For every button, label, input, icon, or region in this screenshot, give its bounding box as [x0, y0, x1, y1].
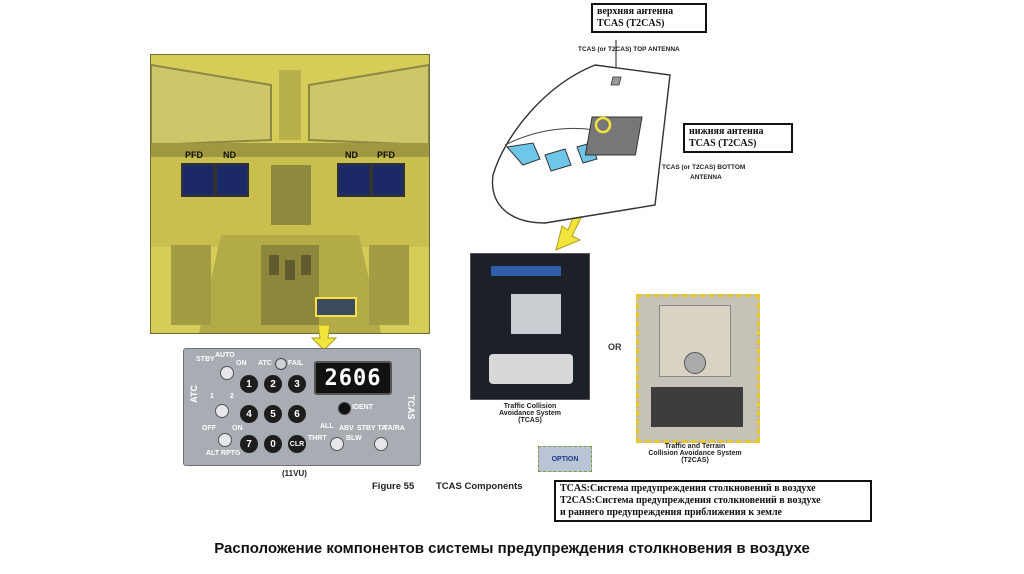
key-3[interactable]: 3 — [288, 375, 306, 393]
tcas-brand-strip — [491, 266, 561, 276]
stby-label: STBY — [196, 356, 215, 363]
tcas-caption: Traffic Collision Avoidance System (TCAS… — [490, 403, 570, 424]
nd-left-label: ND — [223, 150, 236, 160]
figure-title: TCAS Components — [436, 481, 523, 492]
thrt-label: THRT — [308, 435, 327, 442]
one-label: 1 — [210, 393, 214, 400]
on-label-1: ON — [236, 360, 247, 367]
pfd-right-label: PFD — [377, 150, 395, 160]
squawk-display: 2606 — [314, 361, 392, 395]
tcas-caption-line3: (TCAS) — [518, 417, 542, 424]
cockpit-photo: PFD ND ND PFD — [150, 54, 430, 334]
t2cas-caption-line1: Traffic and Terrain — [664, 443, 726, 450]
t2cas-caption: Traffic and Terrain Collision Avoidance … — [628, 443, 762, 464]
tcas-caption-line2: Avoidance System — [499, 410, 561, 417]
tcas-mode-knob[interactable] — [374, 437, 388, 451]
fail-label: FAIL — [288, 360, 304, 367]
atc-tcas-control-panel: STBY AUTO ON 1 2 OFF ON ALT RPTG ATC TCA… — [183, 348, 421, 466]
bottom-antenna-box: нижняя антенна TCAS (T2CAS) — [683, 123, 793, 153]
ident-button[interactable] — [338, 402, 351, 415]
pfd-right-screen — [371, 163, 405, 197]
tcas-panel-highlight — [315, 297, 357, 317]
fail-light — [275, 358, 287, 370]
on-label-2: ON — [232, 425, 243, 432]
t2cas-caption-line2: Collision Avoidance System — [648, 450, 742, 457]
stby-ta-label: STBY TA — [357, 425, 387, 432]
alt-rptg-switch[interactable] — [218, 433, 232, 447]
top-antenna-box: верхняя антенна TCAS (T2CAS) — [591, 3, 707, 33]
legend-line1: TCAS:Система предупреждения столкновений… — [560, 483, 816, 494]
all-label: ALL — [320, 423, 334, 430]
nd-left-screen — [215, 163, 249, 197]
tcas-connector — [489, 354, 573, 384]
ident-label: IDENT — [352, 404, 373, 411]
option-box: OPTION — [538, 446, 592, 472]
blw-label: BLW — [346, 435, 362, 442]
legend-line2: T2CAS:Система предупреждения столкновени… — [560, 495, 821, 506]
pfd-left-screen — [181, 163, 215, 197]
tcas-label-plate — [511, 294, 561, 334]
bottom-antenna-label-line1: TCAS (or T2CAS) BOTTOM — [662, 164, 746, 171]
t2cas-connector — [684, 352, 706, 374]
tcas-side-label: TCAS — [406, 395, 416, 420]
nd-right-label: ND — [345, 150, 358, 160]
key-0[interactable]: 0 — [264, 435, 282, 453]
top-antenna-box-line2: TCAS (T2CAS) — [597, 18, 665, 29]
key-1[interactable]: 1 — [240, 375, 258, 393]
bottom-antenna-box-line2: TCAS (T2CAS) — [689, 138, 757, 149]
key-clr[interactable]: CLR — [288, 435, 306, 453]
bottom-antenna-label-line2: ANTENNA — [690, 174, 722, 181]
key-7[interactable]: 7 — [240, 435, 258, 453]
t2cas-caption-line3: (T2CAS) — [681, 457, 709, 464]
mode-selector-knob[interactable] — [220, 366, 234, 380]
nd-right-screen — [337, 163, 371, 197]
legend-line3: и раннего предупреждения приближения к з… — [560, 507, 782, 518]
key-5[interactable]: 5 — [264, 405, 282, 423]
xpdr-selector-knob[interactable] — [215, 404, 229, 418]
legend-box: TCAS:Система предупреждения столкновений… — [554, 480, 872, 522]
t2cas-computer-photo — [636, 294, 760, 443]
atc-side-label: ATC — [189, 385, 199, 403]
key-2[interactable]: 2 — [264, 375, 282, 393]
top-antenna-label: TCAS (or T2CAS) TOP ANTENNA — [578, 46, 680, 53]
bottom-antenna-box-line1: нижняя антенна — [689, 126, 764, 137]
figure-number: Figure 55 — [372, 481, 415, 492]
alt-rptg-label: ALT RPTG — [206, 450, 241, 457]
panel-caption: (11VU) — [282, 469, 307, 478]
t2cas-mount — [651, 387, 743, 427]
aircraft-nose-drawing — [491, 64, 671, 224]
top-antenna-box-line1: верхняя антенна — [597, 6, 674, 17]
pfd-left-label: PFD — [185, 150, 203, 160]
off-label: OFF — [202, 425, 216, 432]
tcas-computer-photo — [470, 253, 590, 400]
auto-label: AUTO — [215, 352, 235, 359]
or-label: OR — [608, 342, 622, 352]
main-title: Расположение компонентов системы предупр… — [214, 540, 810, 557]
traffic-range-knob[interactable] — [330, 437, 344, 451]
abv-label: ABV — [339, 425, 354, 432]
tcas-caption-line1: Traffic Collision — [503, 403, 557, 410]
ta-ra-label: TA/RA — [384, 425, 405, 432]
key-4[interactable]: 4 — [240, 405, 258, 423]
two-label: 2 — [230, 393, 234, 400]
atc-fail-label: ATC — [258, 360, 272, 367]
key-6[interactable]: 6 — [288, 405, 306, 423]
